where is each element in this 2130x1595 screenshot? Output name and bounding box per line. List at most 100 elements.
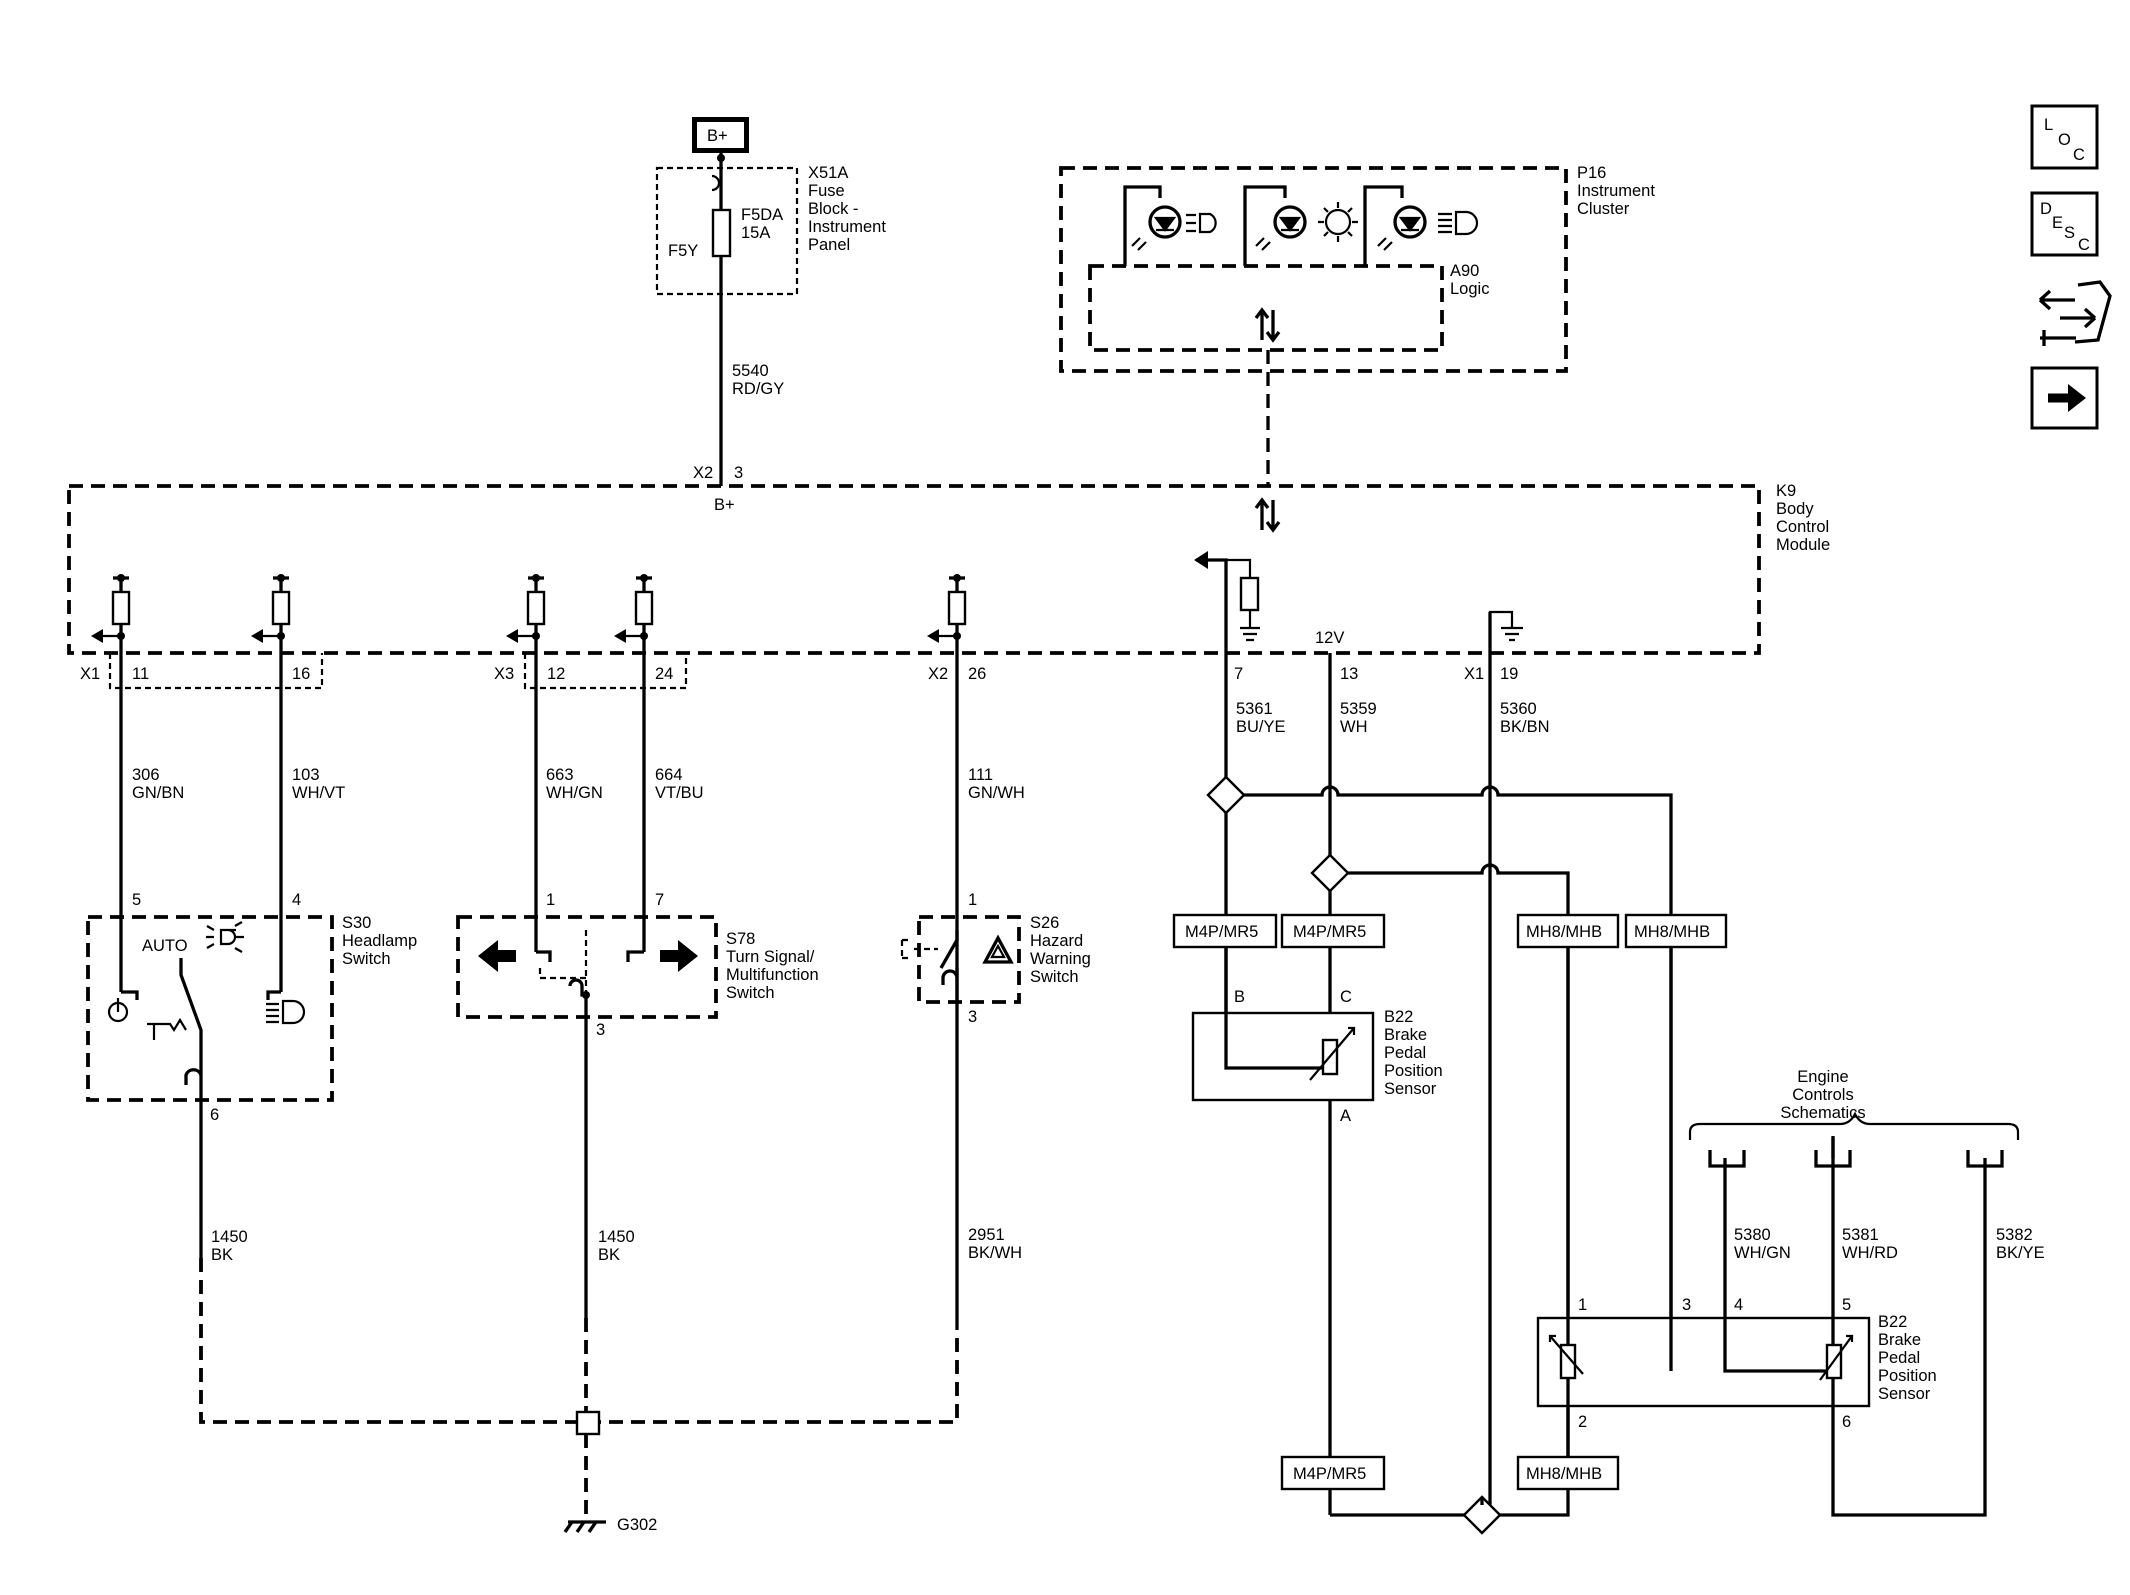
svg-text:12: 12 — [547, 665, 565, 683]
svg-text:Block -: Block - — [808, 200, 858, 218]
ground-splice-box — [575, 1410, 601, 1436]
svg-text:5382: 5382 — [1996, 1226, 2033, 1244]
svg-text:Position: Position — [1384, 1062, 1443, 1080]
svg-text:BK: BK — [598, 1246, 620, 1264]
svg-text:Sensor: Sensor — [1384, 1080, 1437, 1098]
dimmer-indicator-icon — [1255, 202, 1358, 251]
svg-text:5: 5 — [132, 891, 141, 909]
data-link-arrows-bcm — [1254, 497, 1281, 533]
connector-mh8-mhb-3: MH8/MHB — [1516, 1455, 1620, 1491]
svg-text:F5Y: F5Y — [668, 242, 698, 260]
svg-text:12V: 12V — [1315, 629, 1344, 647]
svg-text:F5DA: F5DA — [741, 206, 783, 224]
svg-text:BK: BK — [211, 1246, 233, 1264]
connector-repair-icon[interactable] — [2038, 280, 2112, 346]
svg-text:BK/WH: BK/WH — [968, 1244, 1022, 1262]
desc-button[interactable]: D E S C — [2030, 191, 2099, 257]
svg-text:WH/VT: WH/VT — [292, 784, 345, 802]
svg-text:5361: 5361 — [1236, 700, 1273, 718]
brake-pedal-sensor-1-outline — [1191, 1011, 1375, 1102]
svg-text:Warning: Warning — [1030, 950, 1091, 968]
svg-text:X1: X1 — [1464, 665, 1484, 683]
svg-text:1: 1 — [1578, 1296, 1587, 1314]
svg-text:Headlamp: Headlamp — [342, 932, 417, 950]
svg-text:2: 2 — [1578, 1413, 1587, 1431]
svg-text:Control: Control — [1776, 518, 1829, 536]
pullup-resistor-1 — [91, 574, 131, 653]
svg-text:C: C — [2073, 146, 2085, 164]
loc-button[interactable]: L O C — [2030, 104, 2099, 170]
svg-text:MH8/MHB: MH8/MHB — [1634, 923, 1710, 941]
svg-text:663: 663 — [546, 766, 574, 784]
body-control-module-outline — [67, 484, 1761, 655]
svg-text:X3: X3 — [494, 665, 514, 683]
svg-text:WH/GN: WH/GN — [546, 784, 603, 802]
svg-text:Engine: Engine — [1797, 1068, 1848, 1086]
svg-text:P16: P16 — [1577, 164, 1606, 182]
fuse-block-outline — [655, 166, 799, 296]
hazard-triangle-icon — [982, 934, 1014, 964]
svg-text:13: 13 — [1340, 665, 1358, 683]
svg-text:A: A — [1340, 1107, 1351, 1125]
highbeam-indicator-icon — [1377, 205, 1479, 251]
svg-text:B: B — [1234, 988, 1245, 1006]
svg-text:K9: K9 — [1776, 482, 1796, 500]
engine-controls-reference: Engine Controls Schematics — [1688, 1068, 2020, 1168]
svg-text:A90: A90 — [1450, 262, 1479, 280]
headlamp-switch-contacts — [121, 958, 281, 1212]
connector-m4p-mr5-1: M4P/MR5 — [1172, 913, 1278, 949]
svg-text:Switch: Switch — [1030, 968, 1079, 986]
svg-text:S30: S30 — [342, 914, 371, 932]
connector-mh8-mhb-1: MH8/MHB — [1516, 913, 1620, 949]
svg-text:6: 6 — [1842, 1413, 1851, 1431]
svg-text:X2: X2 — [928, 665, 948, 683]
svg-text:Schematics: Schematics — [1780, 1104, 1865, 1122]
svg-text:VT/BU: VT/BU — [655, 784, 704, 802]
svg-text:Multifunction: Multifunction — [726, 966, 819, 984]
svg-text:3: 3 — [734, 464, 743, 482]
svg-text:B22: B22 — [1384, 1008, 1413, 1026]
svg-text:Instrument: Instrument — [808, 218, 886, 236]
splice-5361 — [1206, 775, 1246, 815]
svg-text:Sensor: Sensor — [1878, 1385, 1931, 1403]
svg-text:103: 103 — [292, 766, 320, 784]
svg-text:5359: 5359 — [1340, 700, 1377, 718]
svg-text:1450: 1450 — [598, 1228, 635, 1246]
svg-text:L: L — [2044, 116, 2053, 134]
svg-text:Module: Module — [1776, 536, 1830, 554]
pullup-resistor-4 — [614, 574, 654, 653]
svg-text:306: 306 — [132, 766, 160, 784]
svg-text:7: 7 — [655, 891, 664, 909]
pullup-resistor-2 — [251, 574, 291, 653]
svg-text:1: 1 — [546, 891, 555, 909]
svg-text:D: D — [2040, 200, 2052, 218]
svg-text:G302: G302 — [617, 1516, 657, 1534]
svg-text:4: 4 — [1734, 1296, 1743, 1314]
svg-text:S78: S78 — [726, 930, 755, 948]
data-link-arrows-cluster — [1254, 307, 1281, 343]
power-off-icon — [107, 998, 129, 1023]
svg-text:5: 5 — [1842, 1296, 1851, 1314]
svg-text:664: 664 — [655, 766, 683, 784]
svg-text:Pedal: Pedal — [1878, 1349, 1920, 1367]
ground-g302-icon — [563, 1520, 606, 1533]
ground-splice-line — [199, 1258, 959, 1424]
svg-text:X2: X2 — [693, 464, 713, 482]
svg-text:11: 11 — [132, 665, 149, 683]
splice-ground — [1462, 1495, 1502, 1535]
svg-text:Brake: Brake — [1384, 1026, 1427, 1044]
svg-text:6: 6 — [210, 1106, 219, 1124]
next-page-button[interactable] — [2030, 366, 2099, 430]
svg-text:Turn Signal/: Turn Signal/ — [726, 948, 815, 966]
svg-text:5360: 5360 — [1500, 700, 1537, 718]
left-arrow-icon — [478, 940, 516, 972]
svg-text:B22: B22 — [1878, 1313, 1907, 1331]
brake-pedal-sensor-2-outline — [1536, 1316, 1871, 1408]
right-arrow-icon — [660, 940, 698, 972]
svg-text:S26: S26 — [1030, 914, 1059, 932]
connector-mh8-mhb-2: MH8/MHB — [1624, 913, 1728, 949]
cluster-indicators — [1123, 185, 1479, 266]
svg-text:M4P/MR5: M4P/MR5 — [1185, 923, 1258, 941]
svg-text:X51A: X51A — [808, 164, 848, 182]
